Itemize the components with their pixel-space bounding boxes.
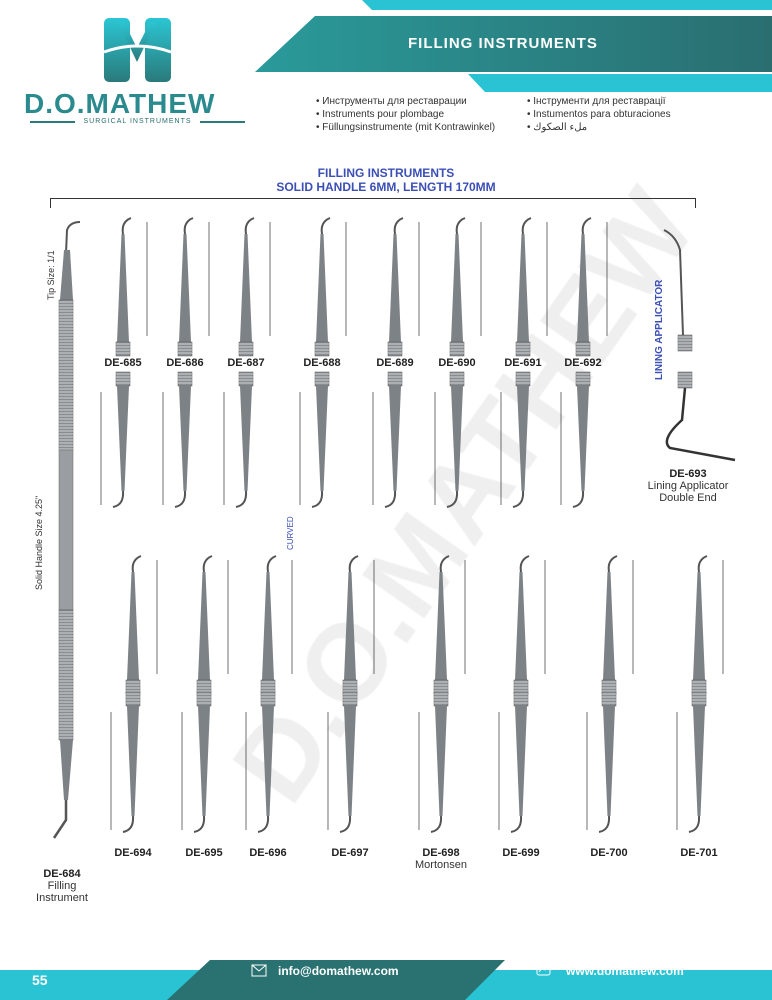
instrument-top-DE-685 xyxy=(115,217,148,357)
instrument-top-DE-698 xyxy=(433,555,466,695)
instrument-top-DE-699 xyxy=(513,555,546,695)
instrument-top-DE-695 xyxy=(196,555,229,695)
instrument-bottom-DE-696 xyxy=(245,691,276,833)
bracket-line xyxy=(50,198,696,208)
product-DE-688: DE-688 xyxy=(303,357,341,369)
instrument-top-DE-692 xyxy=(575,217,608,357)
header-banner xyxy=(103,0,772,92)
product-DE-697: DE-697 xyxy=(331,847,369,859)
header-title: FILLING INSTRUMENTS xyxy=(408,35,598,52)
product-DE-686: DE-686 xyxy=(166,357,204,369)
instrument-bottom-DE-692 xyxy=(560,371,591,508)
instrument-DE-684 xyxy=(52,221,81,839)
footer-banner xyxy=(0,960,772,1000)
product-DE-696: DE-696 xyxy=(249,847,287,859)
instrument-top-DE-689 xyxy=(387,217,420,357)
instrument-bottom-DE-700 xyxy=(586,691,617,833)
instrument-bottom-DE-685 xyxy=(100,371,131,508)
instrument-bottom-DE-687 xyxy=(223,371,254,508)
curved-label: CURVED xyxy=(286,516,295,550)
instrument-bottom-DE-701 xyxy=(676,691,707,833)
lining-applicator-label: LINING APPLICATOR xyxy=(654,279,665,380)
instrument-top-DE-686 xyxy=(177,217,210,357)
product-DE-694: DE-694 xyxy=(114,847,152,859)
instrument-bottom-DE-691 xyxy=(500,371,531,508)
instrument-top-DE-687 xyxy=(238,217,271,357)
instrument-bottom-DE-697 xyxy=(327,691,358,833)
instrument-bottom-DE-686 xyxy=(162,371,193,508)
translations-right: Інструменти для реставраціїInstumentos p… xyxy=(527,95,670,134)
brand-name: D.O.MATHEW xyxy=(24,88,216,119)
instrument-bottom-DE-688 xyxy=(299,371,330,508)
product-DE-689: DE-689 xyxy=(376,357,414,369)
product-DE-692: DE-692 xyxy=(564,357,602,369)
product-DE-695: DE-695 xyxy=(185,847,223,859)
instrument-bottom-DE-694 xyxy=(110,691,141,833)
instrument-top-DE-690 xyxy=(449,217,482,357)
instrument-DE-693 xyxy=(663,229,736,462)
instrument-bottom-DE-695 xyxy=(181,691,212,833)
logo-mark xyxy=(103,18,172,82)
handle-size-label: Solid Handle Size 4.25" xyxy=(34,495,44,590)
instrument-bottom-DE-689 xyxy=(372,371,403,508)
instrument-bottom-DE-699 xyxy=(498,691,529,833)
product-DE-701: DE-701 xyxy=(680,847,718,859)
instrument-top-DE-700 xyxy=(601,555,634,695)
page-number: 55 xyxy=(32,972,48,988)
instrument-bottom-DE-698 xyxy=(418,691,449,833)
translations-left: Инструменты для реставрацииInstruments p… xyxy=(316,95,495,134)
product-DE-699: DE-699 xyxy=(502,847,540,859)
instrument-top-DE-688 xyxy=(314,217,347,357)
email-link[interactable]: info@domathew.com xyxy=(278,964,399,978)
product-DE-690: DE-690 xyxy=(438,357,476,369)
envelope-icon xyxy=(251,964,267,977)
website-link[interactable]: www.domathew.com xyxy=(566,964,684,978)
instrument-top-DE-696 xyxy=(260,555,293,695)
instrument-top-DE-697 xyxy=(342,555,375,695)
instrument-bottom-DE-690 xyxy=(434,371,465,508)
instrument-top-DE-701 xyxy=(691,555,724,695)
product-DE-687: DE-687 xyxy=(227,357,265,369)
product-DE-685: DE-685 xyxy=(104,357,142,369)
tip-size-label: Tip Size: 1/1 xyxy=(46,250,56,300)
product-DE-691: DE-691 xyxy=(504,357,542,369)
product-DE-700: DE-700 xyxy=(590,847,628,859)
brand-tagline: SURGICAL INSTRUMENTS xyxy=(83,118,192,125)
instrument-top-DE-694 xyxy=(125,555,158,695)
monitor-icon xyxy=(536,963,551,976)
instrument-top-DE-691 xyxy=(515,217,548,357)
